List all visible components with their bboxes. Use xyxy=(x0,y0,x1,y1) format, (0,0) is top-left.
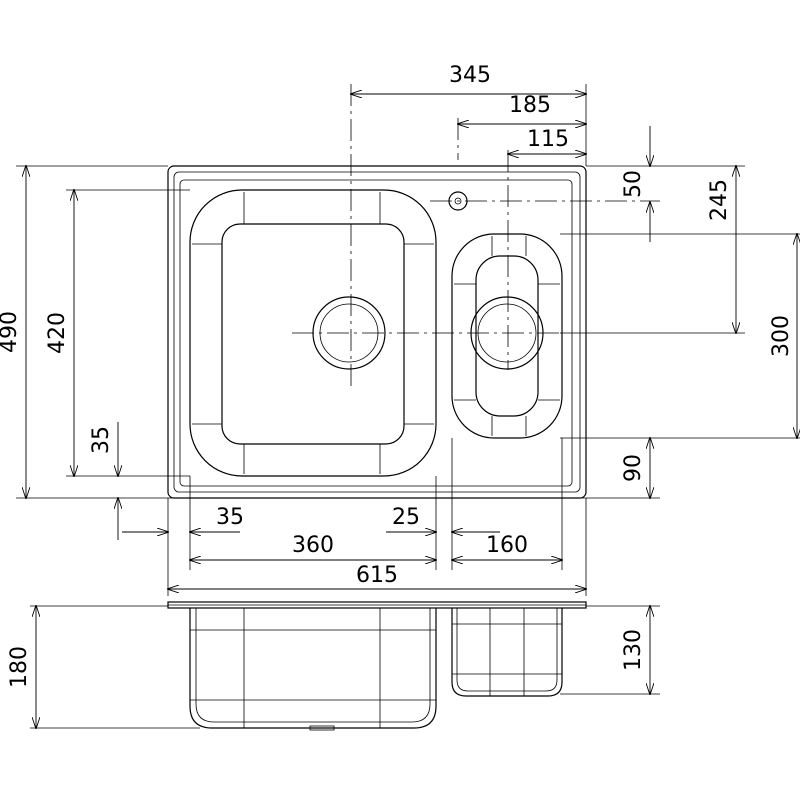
label-115: 115 xyxy=(527,127,569,152)
label-180: 180 xyxy=(7,646,32,688)
label-185: 185 xyxy=(509,93,551,118)
label-160: 160 xyxy=(486,533,528,558)
label-25: 25 xyxy=(392,505,420,530)
main-bowl-bottom xyxy=(221,223,405,445)
label-420: 420 xyxy=(45,312,70,354)
main-bowl-corner-lines xyxy=(192,192,434,474)
dimension-lines xyxy=(26,94,797,728)
label-90: 90 xyxy=(621,454,646,482)
small-bowl-outer xyxy=(451,233,563,439)
small-bowl-bottom xyxy=(475,255,539,417)
dimension-labels: 345 185 115 50 245 300 90 490 420 35 35 … xyxy=(0,63,794,688)
side-main-bowl-lines xyxy=(190,608,436,731)
small-bowl-corner-lines xyxy=(454,236,560,436)
side-view xyxy=(167,601,587,731)
label-360: 360 xyxy=(292,533,334,558)
sink-inner-rim xyxy=(173,171,581,493)
label-345: 345 xyxy=(449,63,491,88)
side-small-bowl xyxy=(451,608,563,697)
label-300: 300 xyxy=(769,315,794,357)
sink-outer-rim xyxy=(167,165,587,499)
center-lines xyxy=(292,84,660,390)
tap-hole-center xyxy=(454,197,462,205)
label-50: 50 xyxy=(621,170,646,198)
extension-lines xyxy=(16,84,800,729)
label-130: 130 xyxy=(621,629,646,671)
side-small-bowl-lines xyxy=(452,608,562,696)
label-245: 245 xyxy=(707,179,732,221)
label-35-horizontal: 35 xyxy=(216,505,244,530)
label-35-vertical: 35 xyxy=(89,426,114,454)
side-main-bowl xyxy=(189,608,437,729)
label-615: 615 xyxy=(356,563,398,588)
label-490: 490 xyxy=(0,311,22,353)
top-view xyxy=(167,165,587,499)
